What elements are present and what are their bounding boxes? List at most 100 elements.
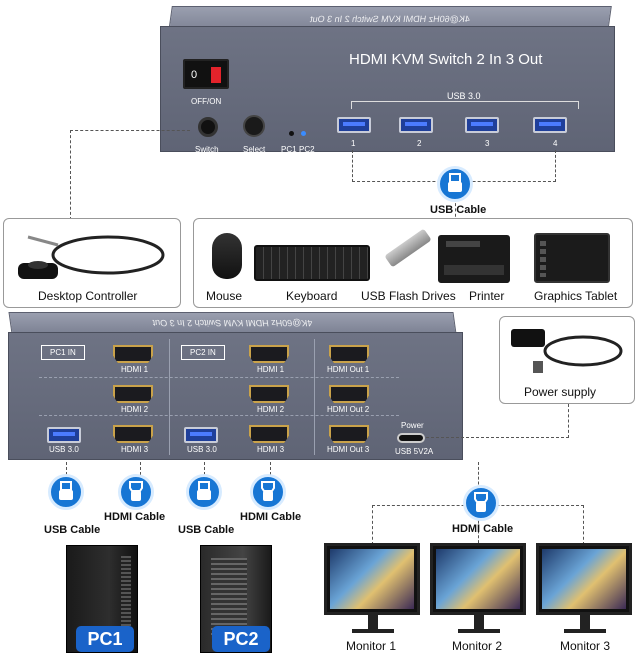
desktop-controller-label: Desktop Controller bbox=[38, 289, 138, 303]
monitor-1-label: Monitor 1 bbox=[346, 639, 397, 653]
controller-dashed-line-v bbox=[70, 130, 71, 220]
usb-port-3-label: 3 bbox=[485, 139, 490, 148]
pc2-hdmi-cable-label: HDMI Cable bbox=[240, 511, 302, 523]
back-device-top-face: 4K@60Hz HDMI KVM Switch 2 In 3 Out bbox=[8, 312, 457, 334]
usb-port-4-label: 4 bbox=[553, 139, 558, 148]
monitor-2-base bbox=[458, 629, 500, 633]
pc1-usb-cable-icon bbox=[48, 474, 84, 510]
power-switch-label: OFF/ON bbox=[191, 97, 222, 106]
peripheral-label-mouse: Mouse bbox=[206, 289, 243, 303]
keyboard-icon bbox=[254, 245, 370, 281]
usb-port-2-label: 2 bbox=[417, 139, 422, 148]
pc2-hdmi-3-port[interactable] bbox=[249, 425, 289, 443]
back-device-top-label: 4K@60Hz HDMI KVM Switch 2 In 3 Out bbox=[151, 318, 314, 328]
rear-divider-1 bbox=[169, 339, 170, 455]
monitor-3-stand bbox=[580, 615, 590, 631]
usb-cable-icon bbox=[437, 166, 473, 202]
hdmi-out-2-port[interactable] bbox=[329, 385, 369, 403]
pc1-usb-label: USB 3.0 bbox=[49, 445, 79, 454]
pc2-usb-dashed bbox=[204, 462, 205, 480]
power-supply-image bbox=[511, 329, 623, 373]
monitor-hdmi-cable-icon bbox=[463, 485, 499, 521]
pc1-hdmi-3-port[interactable] bbox=[113, 425, 153, 443]
monitor-3-base bbox=[564, 629, 606, 633]
pc1-hdmi-1-port[interactable] bbox=[113, 345, 153, 363]
pc2-badge: PC2 bbox=[212, 626, 270, 652]
pc2-usb-port[interactable] bbox=[184, 427, 218, 443]
monitor-2-label: Monitor 2 bbox=[452, 639, 503, 653]
pc2-hdmi-dashed bbox=[270, 462, 271, 480]
usb-bracket bbox=[351, 101, 579, 109]
pc1-usb-cable-label: USB Cable bbox=[44, 524, 101, 536]
usb-port-1-label: 1 bbox=[351, 139, 356, 148]
rear-divider-2 bbox=[314, 339, 315, 455]
pc2-usb-label: USB 3.0 bbox=[187, 445, 217, 454]
usb-port-3[interactable] bbox=[465, 117, 499, 133]
monitor-2-image bbox=[430, 543, 526, 615]
pc1-hdmi-dashed bbox=[140, 462, 141, 480]
graphics-tablet-icon bbox=[534, 233, 610, 283]
mouse-icon bbox=[212, 233, 242, 279]
usb-dashed-line-v bbox=[455, 182, 456, 222]
rear-divider-h2 bbox=[39, 415, 399, 416]
hdmi-out-1-port[interactable] bbox=[329, 345, 369, 363]
pc1-hdmi-3-label: HDMI 3 bbox=[121, 445, 149, 454]
pc1-hdmi-2-port[interactable] bbox=[113, 385, 153, 403]
hdmi-out-3-label: HDMI Out 3 bbox=[327, 445, 370, 454]
monitor-hdmi-cable-label: HDMI Cable bbox=[452, 523, 514, 535]
peripheral-label-graphics-tablet: Graphics Tablet bbox=[534, 289, 618, 303]
select-button-label: Select bbox=[243, 145, 266, 154]
pc2-in-label: PC2 IN bbox=[181, 345, 225, 360]
switch-jack[interactable] bbox=[198, 117, 218, 137]
monitor-1-base bbox=[352, 629, 394, 633]
peripheral-label-flash-drives: USB Flash Drives bbox=[361, 289, 456, 303]
power-supply-label: Power supply bbox=[524, 385, 597, 399]
power-port-label: USB 5V2A bbox=[395, 447, 434, 456]
pc1-led-label: PC1 bbox=[281, 145, 297, 154]
power-port[interactable] bbox=[397, 433, 425, 443]
pc1-hdmi-cable-label: HDMI Cable bbox=[104, 511, 166, 523]
top-device-front-label: HDMI KVM Switch 2 In 3 Out bbox=[349, 51, 543, 68]
pc2-hdmi-cable-icon bbox=[250, 474, 286, 510]
power-supply-box: Power supply bbox=[499, 316, 635, 404]
usb-flash-drive-icon bbox=[384, 228, 432, 268]
peripherals-box: Mouse Keyboard USB Flash Drives Printer … bbox=[193, 218, 633, 308]
hdmi-out-3-port[interactable] bbox=[329, 425, 369, 443]
controller-dashed-line bbox=[70, 130, 190, 131]
usb-header-label: USB 3.0 bbox=[443, 91, 485, 101]
pc1-usb-port[interactable] bbox=[47, 427, 81, 443]
pc2-hdmi-3-label: HDMI 3 bbox=[257, 445, 285, 454]
pc1-in-label: PC1 IN bbox=[41, 345, 85, 360]
pc1-badge: PC1 bbox=[76, 626, 134, 652]
usb-port-2[interactable] bbox=[399, 117, 433, 133]
monitor-3-label: Monitor 3 bbox=[560, 639, 611, 653]
hdmi-out-2-label: HDMI Out 2 bbox=[327, 405, 370, 414]
pc2-hdmi-1-label: HDMI 1 bbox=[257, 365, 285, 374]
peripheral-label-printer: Printer bbox=[469, 289, 505, 303]
switch-jack-label: Switch bbox=[195, 145, 219, 154]
monitor-3-image bbox=[536, 543, 632, 615]
usb-port-1[interactable] bbox=[337, 117, 371, 133]
pc1-hdmi-cable-icon bbox=[118, 474, 154, 510]
top-device-top-label: 4K@60Hz HDMI KVM Switch 2 In 3 Out bbox=[309, 14, 471, 24]
monitor-1-image bbox=[324, 543, 420, 615]
pc2-usb-cable-label: USB Cable bbox=[178, 524, 235, 536]
pc2-hdmi-2-port[interactable] bbox=[249, 385, 289, 403]
pc1-led bbox=[289, 131, 294, 136]
desktop-controller-box: Desktop Controller bbox=[3, 218, 181, 308]
rear-divider-h1 bbox=[39, 377, 399, 378]
power-port-title: Power bbox=[401, 421, 424, 430]
printer-icon bbox=[438, 235, 510, 283]
power-rocker-switch[interactable]: 0 bbox=[183, 59, 229, 89]
controller-cable-image bbox=[18, 235, 165, 279]
select-button[interactable] bbox=[243, 115, 265, 137]
monitor-1-stand bbox=[368, 615, 378, 631]
pc2-led-label: PC2 bbox=[299, 145, 315, 154]
monitor-2-stand bbox=[474, 615, 484, 631]
usb-port-4[interactable] bbox=[533, 117, 567, 133]
usb-cable-top-label: USB Cable bbox=[430, 204, 487, 216]
pc2-hdmi-1-port[interactable] bbox=[249, 345, 289, 363]
pc2-led bbox=[301, 131, 306, 136]
pc1-hdmi-1-label: HDMI 1 bbox=[121, 365, 149, 374]
